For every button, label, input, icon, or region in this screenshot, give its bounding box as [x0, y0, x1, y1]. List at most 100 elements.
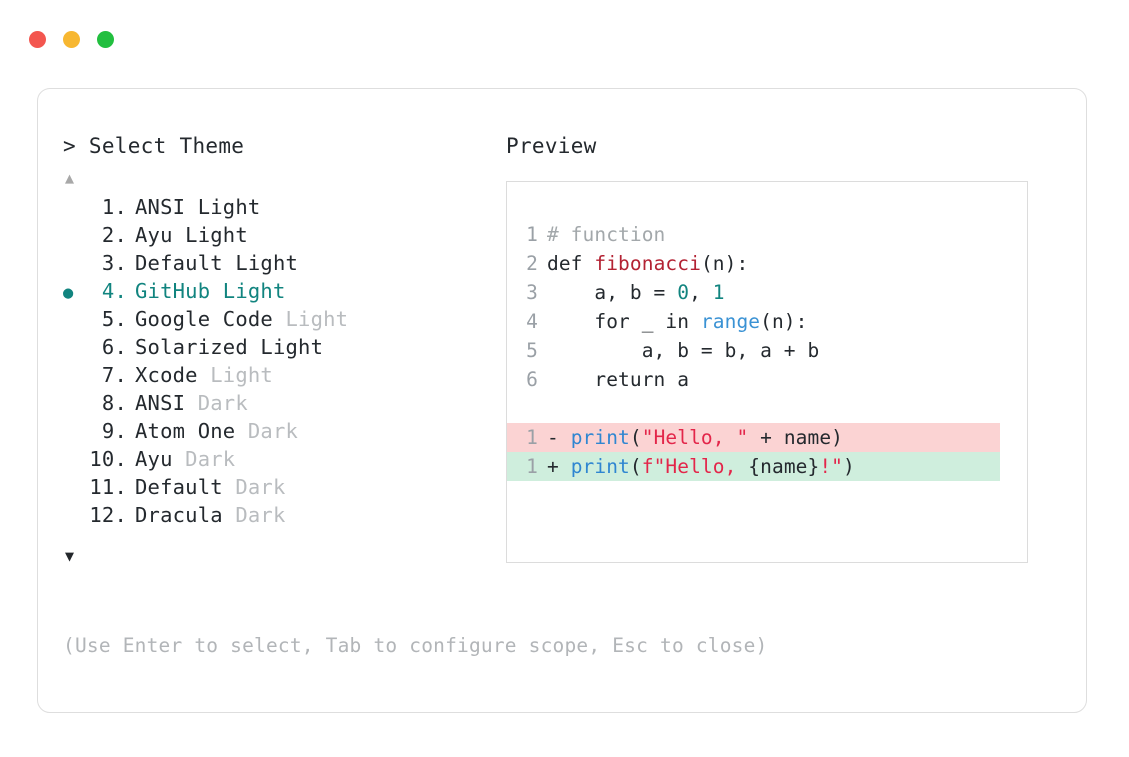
code-token: (n): [700, 252, 749, 275]
line-number: 5 [526, 339, 538, 362]
diff-line-minus: 1- print("Hello, " + name) [507, 423, 1000, 452]
code-token: + name) [748, 426, 844, 449]
theme-item-variant: Light [197, 363, 273, 387]
theme-list-item[interactable]: 7.Xcode Light [63, 361, 533, 389]
theme-item-name: ANSI [135, 195, 186, 219]
theme-list-item[interactable]: 1. ANSI Light [63, 193, 533, 221]
diff-spacer [559, 426, 571, 449]
theme-item-variant: Light [272, 307, 349, 331]
theme-item-variant: Light [185, 195, 261, 219]
code-line: 3 a, b = 0, 1 [507, 278, 1027, 307]
theme-list-item[interactable]: 6. Solarized Light [63, 333, 533, 361]
code-line: 4 for _ in range(n): [507, 307, 1027, 336]
code-line: 1 # function [507, 220, 1027, 249]
preview-label: Preview [506, 134, 597, 158]
code-line: 5 a, b = b, a + b [507, 336, 1027, 365]
scroll-down-icon[interactable]: ▼ [65, 547, 75, 565]
close-icon[interactable] [29, 31, 46, 48]
line-number: 1 [526, 223, 538, 246]
selected-bullet-icon: ● [63, 283, 74, 303]
code-token: print [570, 455, 630, 478]
prompt-caret-icon: > [63, 134, 76, 158]
theme-item-index: 6. [101, 335, 127, 359]
theme-item-name: Ayu [135, 447, 173, 471]
theme-list-item[interactable]: 3.Default Light [63, 249, 533, 277]
theme-item-index: 12. [89, 503, 127, 527]
theme-list-item[interactable]: 11.Default Dark [63, 473, 533, 501]
theme-item-index: 3. [101, 251, 127, 275]
code-token: ( [629, 455, 642, 478]
line-number: 3 [526, 281, 538, 304]
theme-list-item[interactable]: 9. Atom One Dark [63, 417, 533, 445]
theme-item-variant: Dark [172, 447, 236, 471]
theme-item-variant: Light [172, 223, 248, 247]
code-token: f"Hello, [641, 455, 749, 478]
theme-item-variant: Dark [185, 391, 248, 415]
diff-spacer [559, 455, 571, 478]
line-number: 1 [526, 455, 538, 478]
page-title: > Select Theme [63, 133, 533, 159]
code-token: ) [843, 455, 855, 478]
code-token: 1 [712, 281, 725, 304]
theme-item-index: 8. [101, 391, 127, 415]
theme-item-index: 10. [89, 447, 127, 471]
code-token: for _ in [547, 310, 701, 333]
theme-list-item[interactable]: 5. Google Code Light [63, 305, 533, 333]
theme-item-variant: Dark [222, 475, 286, 499]
line-number: 4 [526, 310, 538, 333]
code-token: ( [629, 426, 642, 449]
theme-item-variant: Light [210, 279, 286, 303]
code-token: def [547, 252, 595, 275]
theme-item-name: Google Code [135, 307, 273, 331]
theme-item-index: 1. [101, 195, 127, 219]
code-token: a, b = [547, 281, 678, 304]
theme-list-item[interactable]: 10. Ayu Dark [63, 445, 533, 473]
theme-item-variant: Light [247, 335, 324, 359]
theme-list-item[interactable]: ● 4. GitHub Light [63, 277, 533, 305]
theme-item-name: Default [135, 251, 223, 275]
theme-item-name: Solarized [135, 335, 248, 359]
code-token: range [700, 310, 761, 333]
code-token: "Hello, " [641, 426, 749, 449]
theme-item-name: Dracula [135, 503, 223, 527]
code-token: a, b = b, a + b [547, 339, 820, 362]
theme-item-name: Atom One [135, 419, 236, 443]
code-token: 0 [677, 281, 690, 304]
scroll-up-icon[interactable]: ▲ [65, 169, 75, 187]
diff-sign: - [547, 426, 559, 449]
theme-item-variant: Dark [235, 419, 299, 443]
code-token: !" [819, 455, 844, 478]
theme-list-item[interactable]: 12.Dracula Dark [63, 501, 533, 529]
theme-item-index: 4. [101, 279, 127, 303]
minimize-icon[interactable] [63, 31, 80, 48]
theme-list-item[interactable]: 8.ANSI Dark [63, 389, 533, 417]
theme-item-index: 9. [101, 419, 127, 443]
code-token: print [570, 426, 630, 449]
line-number: 6 [526, 368, 538, 391]
theme-list-item[interactable]: 2.Ayu Light [63, 221, 533, 249]
code-token: fibonacci [594, 252, 701, 275]
maximize-icon[interactable] [97, 31, 114, 48]
code-token: {name} [748, 455, 820, 478]
code-blank-line [507, 394, 1027, 423]
theme-item-index: 5. [101, 307, 127, 331]
theme-item-name: Default [135, 475, 223, 499]
code-token: (n): [760, 310, 808, 333]
code-line: 6 return a [507, 365, 1027, 394]
keyboard-hint: (Use Enter to select, Tab to configure s… [63, 634, 768, 657]
page-title-text: Select Theme [88, 134, 245, 158]
theme-item-name: Ayu [135, 223, 173, 247]
code-token: return a [547, 368, 690, 391]
line-number: 1 [526, 426, 538, 449]
theme-item-name: Xcode [135, 363, 198, 387]
code-token: # function [547, 223, 666, 246]
theme-item-name: GitHub [135, 279, 211, 303]
code-token: , [689, 281, 713, 304]
window-controls [29, 31, 114, 48]
